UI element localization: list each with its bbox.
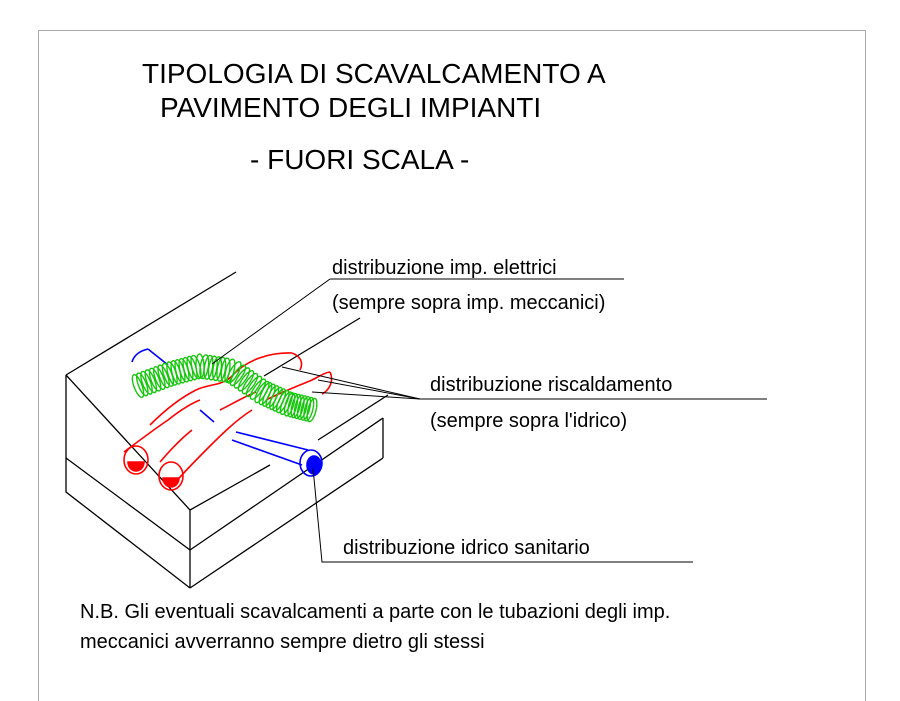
conduit-ring: [279, 391, 293, 416]
leader-heating-c: [311, 391, 421, 400]
floor-slab: [65, 271, 389, 589]
title-line-1: TIPOLOGIA DI SCAVALCAMENTO A: [142, 58, 606, 89]
conduit-ring: [241, 372, 259, 395]
conduit-ring: [283, 392, 296, 417]
conduit-ring: [157, 364, 170, 389]
leader-heating-b: [317, 379, 421, 400]
label-electrical: distribuzione imp. elettrici: [332, 257, 557, 279]
conduit-ring: [300, 396, 312, 421]
conduit-ring: [152, 365, 166, 391]
leader-heating-a: [281, 366, 421, 400]
conduit-ring: [131, 373, 145, 399]
title-line-2: PAVIMENTO DEGLI IMPIANTI: [160, 92, 542, 123]
drawing-frame: [38, 30, 866, 701]
note-line-2: meccanici avverranno sempre dietro gli s…: [80, 631, 485, 653]
conduit-ring: [203, 354, 214, 380]
conduit-ring: [306, 397, 318, 423]
title-line-3: - FUORI SCALA -: [250, 144, 470, 175]
conduit-ring: [220, 357, 231, 383]
leader-lines: [211, 278, 767, 563]
label-water: distribuzione idrico sanitario: [343, 537, 590, 559]
heating-pipe: [123, 352, 333, 491]
conduit-ring: [148, 367, 162, 392]
conduit-ring: [229, 364, 247, 386]
label-heating-note: (sempre sopra l'idrico): [430, 410, 628, 432]
leader-water: [312, 467, 693, 563]
conduit-ring: [290, 393, 302, 419]
leader-electrical: [211, 278, 331, 365]
label-heating: distribuzione riscaldamento: [430, 374, 673, 396]
conduit-ring: [249, 378, 267, 400]
conduit-ring: [233, 367, 251, 389]
conduit-ring: [237, 370, 255, 392]
conduit-ring: [303, 396, 315, 422]
electrical-conduit: [131, 353, 318, 423]
note-line-1: N.B. Gli eventuali scavalcamenti a parte…: [80, 601, 671, 623]
conduit-ring: [135, 372, 149, 397]
conduit-ring: [140, 370, 153, 395]
conduit-ring: [144, 369, 158, 394]
label-electrical-note: (sempre sopra imp. meccanici): [332, 292, 606, 314]
conduit-ring: [296, 395, 308, 420]
conduit-ring: [287, 392, 299, 418]
conduit-ring: [293, 394, 305, 420]
conduit-ring: [226, 361, 242, 384]
conduit-ring: [245, 375, 263, 398]
